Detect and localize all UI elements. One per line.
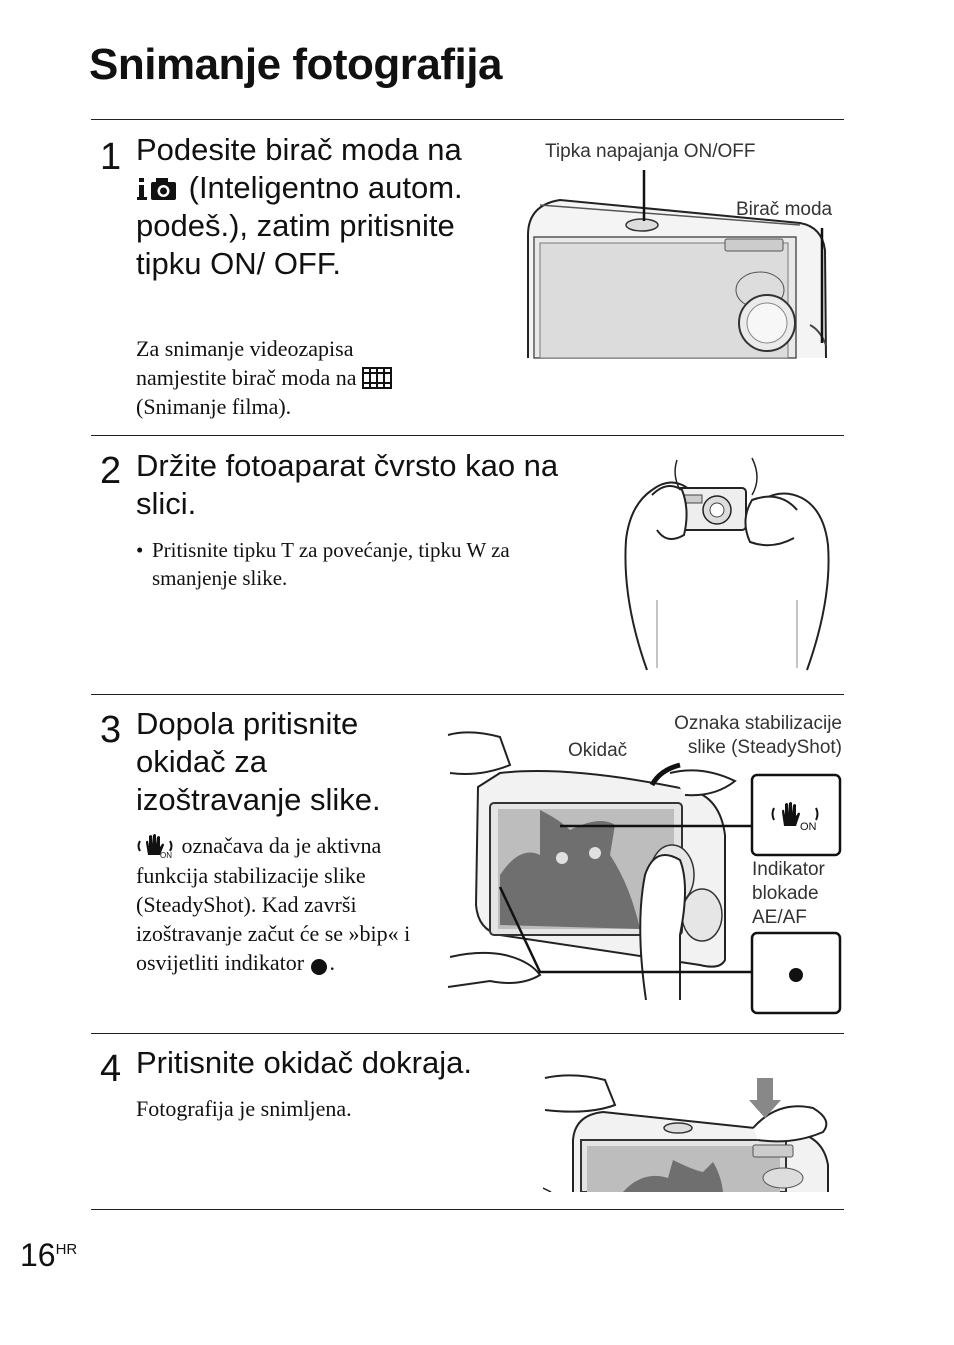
step-body-pre: Za snimanje videozapisa namjestite birač…	[136, 336, 357, 390]
svg-text:ON: ON	[800, 821, 817, 833]
bullet-text: Pritisnite tipku T za povećanje, tipku W…	[152, 538, 510, 590]
full-press-illustration	[543, 1074, 829, 1192]
steadyshot-label-line: slike (SteadyShot)	[687, 737, 842, 758]
svg-text:ON: ON	[160, 851, 172, 859]
page-number: 16HR	[20, 1237, 77, 1274]
divider	[91, 1033, 844, 1034]
step-number: 3	[100, 709, 122, 751]
page-number-value: 16	[20, 1237, 56, 1273]
divider	[91, 694, 844, 695]
step-heading: Podesite birač moda na (Inteligentno aut…	[136, 131, 476, 283]
divider	[91, 119, 844, 120]
language-code: HR	[55, 1241, 78, 1258]
bullet-icon: •	[136, 538, 144, 562]
steadyshot-label: Oznaka stabilizacije slike (SteadyShot)	[662, 712, 842, 760]
step-heading-pre: Podesite birač moda na	[136, 132, 462, 167]
step-body-mid: označava da je aktivna funkcija stabiliz…	[136, 833, 411, 975]
step-heading: Držite fotoaparat čvrsto kao na slici.	[136, 448, 559, 521]
page-title: Snimanje fotografija	[89, 40, 502, 89]
movie-mode-icon	[362, 366, 393, 389]
camera-top-illustration	[527, 170, 827, 359]
step-body: Za snimanje videozapisa namjestite birač…	[136, 334, 436, 421]
step-heading-post: (Inteligentno autom. podeš.), zatim prit…	[136, 170, 463, 281]
af-indicator-dot-icon	[310, 955, 330, 975]
step-number: 4	[100, 1048, 122, 1090]
step-heading: Dopola pritisnite okidač za izoštravanje…	[136, 706, 381, 817]
divider	[91, 435, 844, 436]
power-button-label: Tipka napajanja ON/OFF	[545, 141, 756, 162]
step-body: ON označava da je aktivna funkcija stabi…	[136, 831, 426, 977]
af-indicator-label: Indikator blokade AE/AF	[752, 858, 825, 930]
shutter-label: Okidač	[568, 740, 628, 761]
step-body: Fotografija je snimljena.	[136, 1096, 352, 1121]
step-number: 2	[100, 450, 122, 492]
af-label-line: Indikator	[752, 859, 825, 880]
intelligent-auto-icon	[136, 173, 180, 201]
half-press-illustration: ON	[447, 731, 842, 1015]
af-label-line: blokade	[752, 883, 819, 904]
af-label-line: AE/AF	[752, 907, 807, 928]
step-body-post: (Snimanje filma).	[136, 394, 292, 419]
steadyshot-icon: ON	[136, 833, 176, 860]
step-body-end: .	[329, 949, 336, 975]
divider	[91, 1209, 844, 1210]
holding-camera-illustration	[624, 457, 830, 671]
step-heading: Pritisnite okidač dokraja.	[136, 1045, 472, 1080]
step-bullet: • Pritisnite tipku T za povećanje, tipku…	[136, 536, 576, 592]
step-number: 1	[100, 136, 122, 178]
mode-dial-label: Birač moda	[736, 199, 833, 220]
steadyshot-label-line: Oznaka stabilizacije	[674, 713, 842, 734]
